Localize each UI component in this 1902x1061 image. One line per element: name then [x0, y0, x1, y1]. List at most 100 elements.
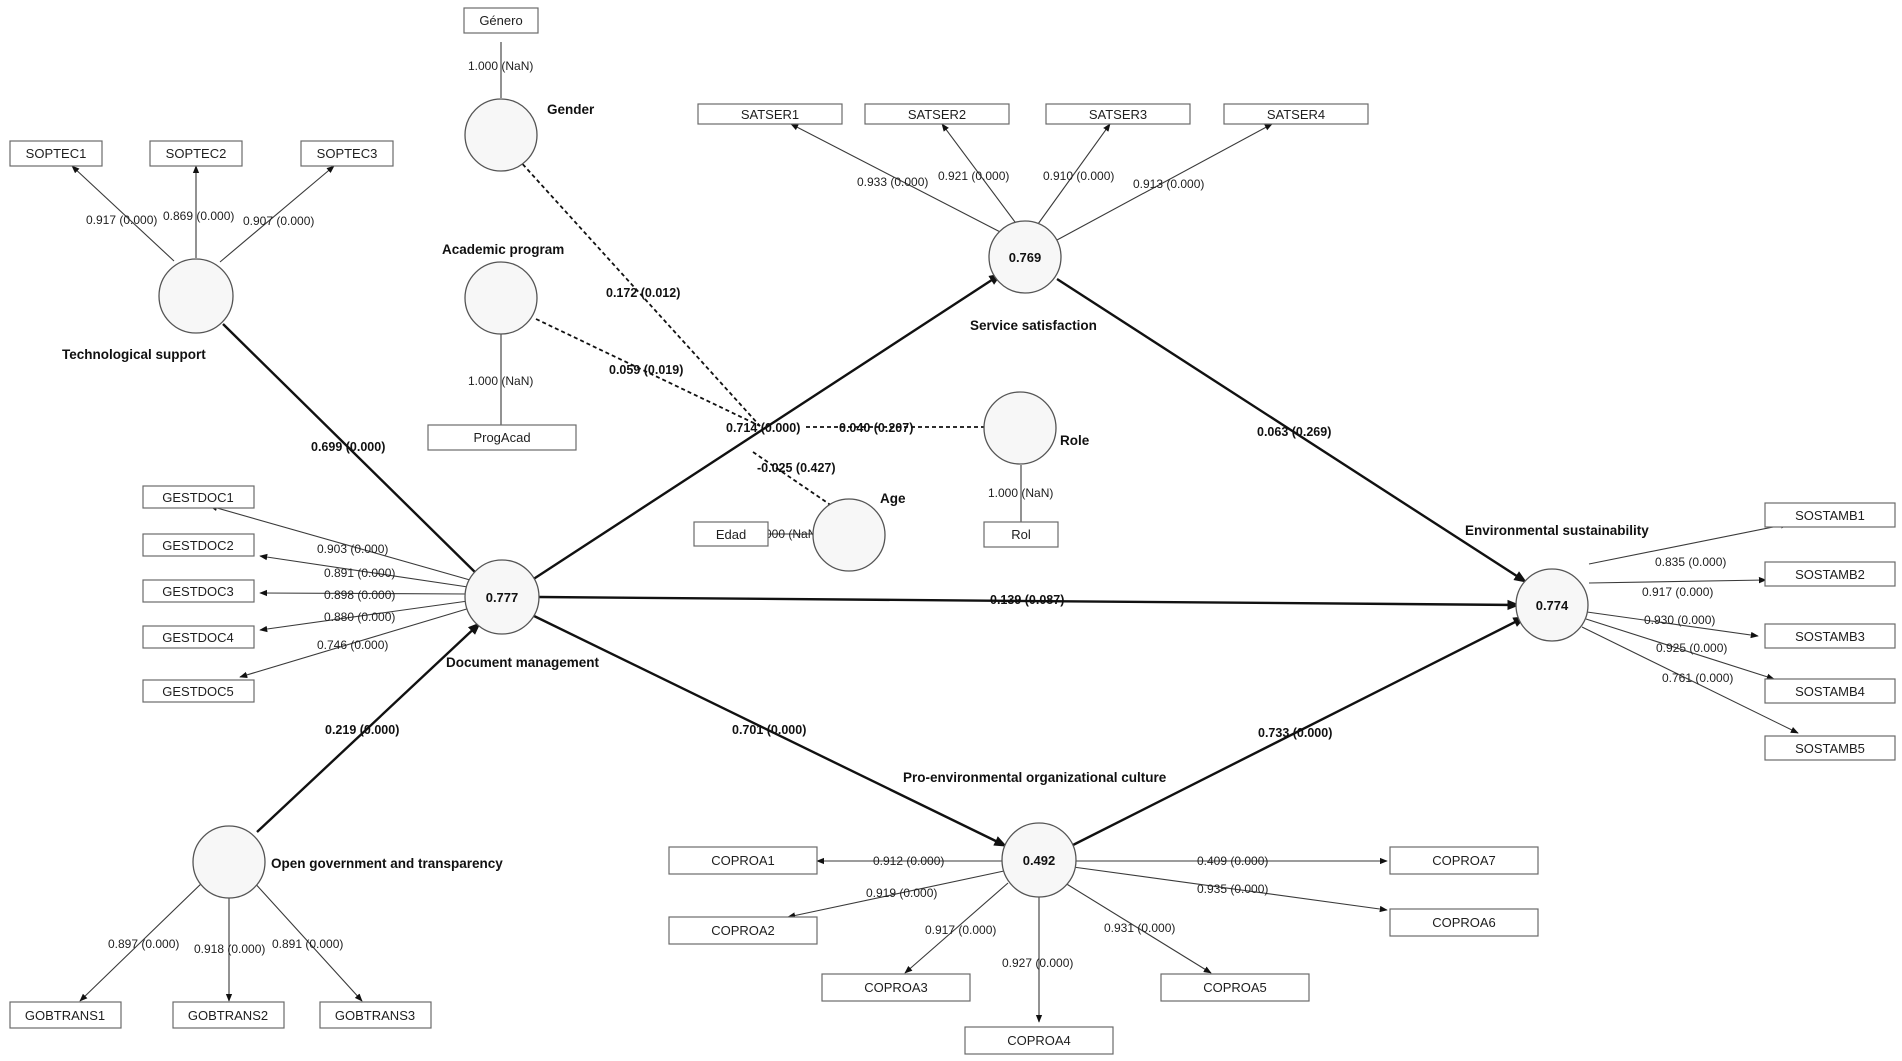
construct-pro-environmental-culture [1001, 822, 1077, 898]
indicator-box-coproa5 [1160, 973, 1310, 1002]
indicator-box-progacad [427, 424, 577, 451]
construct-environmental-sustainability [1515, 568, 1589, 642]
loading-gobtrans2: 0.918 (0.000) [194, 942, 265, 956]
r2-service-satisfaction: 0.769 [1009, 250, 1042, 265]
indicator-label-coproa3: COPROA3 [864, 980, 928, 995]
indicator-label-soptec2: SOPTEC2 [166, 146, 227, 161]
indicator-box-satser2 [864, 103, 1010, 125]
indicator-label-gobtrans3: GOBTRANS3 [335, 1008, 415, 1023]
path-coefficients: 0.699 (0.000) 0.219 (0.000) 0.714 (0.000… [311, 286, 1332, 740]
indicator-label-satser2: SATSER2 [908, 107, 966, 122]
r2-pro-environmental-culture: 0.492 [1023, 853, 1056, 868]
indicator-box-soptec3 [300, 140, 394, 167]
indicator-box-coproa4 [964, 1026, 1114, 1055]
construct-service-satisfaction [988, 220, 1062, 294]
name-pro-environmental-culture: Pro-environmental organizational culture [903, 770, 1167, 785]
loading-gobtrans1: 0.897 (0.000) [108, 937, 179, 951]
indicator-label-progacad: ProgAcad [473, 430, 530, 445]
indicator-label-gestdoc1: GESTDOC1 [162, 490, 234, 505]
path-gov-to-doc [256, 622, 481, 833]
indicator-box-coproa3 [821, 973, 971, 1002]
indicator-label-satser3: SATSER3 [1089, 107, 1147, 122]
name-service-satisfaction: Service satisfaction [970, 318, 1097, 333]
loading-genero: 1.000 (NaN) [468, 59, 533, 73]
indicator-box-sostamb3 [1764, 623, 1896, 649]
construct-gender [464, 98, 538, 172]
path-culture-to-env [1070, 615, 1527, 848]
indicator-box-satser4 [1223, 103, 1369, 125]
loading-gobtrans3: 0.891 (0.000) [272, 937, 343, 951]
indicator-box-gobtrans3 [319, 1001, 432, 1029]
indicator-box-gestdoc1 [142, 485, 255, 509]
indicator-box-sostamb2 [1764, 561, 1896, 587]
construct-academic-program [464, 261, 538, 335]
indicator-label-satser4: SATSER4 [1267, 107, 1325, 122]
loading-labels: 0.917 (0.000) 0.869 (0.000) 0.907 (0.000… [86, 59, 1733, 970]
indicator-label-rol: Rol [1011, 527, 1031, 542]
indicator-label-soptec3: SOPTEC3 [317, 146, 378, 161]
indicator-boxes: Género ProgAcad Edad Rol SOPTEC1 SOPTEC2… [9, 7, 1896, 1055]
indicator-label-coproa7: COPROA7 [1432, 853, 1496, 868]
indicator-box-edad [693, 521, 769, 547]
loading-sostamb1: 0.835 (0.000) [1655, 555, 1726, 569]
name-gender: Gender [547, 102, 595, 117]
path-academic-moderator [535, 318, 761, 427]
indicator-label-coproa4: COPROA4 [1007, 1033, 1071, 1048]
loading-gestdoc3: 0.898 (0.000) [324, 588, 395, 602]
indicator-box-soptec1 [9, 140, 103, 167]
loading-coproa1: 0.912 (0.000) [873, 854, 944, 868]
loading-satser3: 0.910 (0.000) [1043, 169, 1114, 183]
coef-satisf-env: 0.063 (0.269) [1257, 425, 1331, 439]
name-document-management: Document management [446, 655, 600, 670]
r2-environmental-sustainability: 0.774 [1536, 598, 1569, 613]
structural-paths [222, 158, 1528, 848]
indicator-label-genero: Género [479, 13, 522, 28]
path-tech-to-doc [222, 323, 485, 582]
path-doc-to-env [538, 595, 1521, 611]
coef-doc-env: 0.139 (0.087) [990, 593, 1064, 607]
coef-age-mod: -0.025 (0.427) [757, 461, 836, 475]
path-doc-to-satisf [531, 272, 1003, 582]
loading-gestdoc2: 0.891 (0.000) [324, 566, 395, 580]
indicator-box-sostamb5 [1764, 735, 1896, 761]
indicator-box-gestdoc4 [142, 625, 255, 649]
indicator-box-gestdoc2 [142, 533, 255, 557]
coef-culture-env: 0.733 (0.000) [1258, 726, 1332, 740]
path-doc-to-culture [531, 613, 1008, 848]
indicator-label-coproa1: COPROA1 [711, 853, 775, 868]
name-age: Age [880, 491, 906, 506]
indicator-box-genero [463, 7, 539, 34]
loading-soptec1: 0.917 (0.000) [86, 213, 157, 227]
indicator-box-coproa7 [1389, 846, 1539, 875]
name-academic-program: Academic program [442, 242, 564, 257]
coef-gov-doc: 0.219 (0.000) [325, 723, 399, 737]
indicator-label-sostamb3: SOSTAMB3 [1795, 629, 1865, 644]
construct-age [812, 498, 886, 572]
indicator-box-satser1 [697, 103, 843, 125]
coef-doc-satisf: 0.714 (0.000) [726, 421, 800, 435]
indicator-box-gobtrans2 [172, 1001, 285, 1029]
path-age-moderator [752, 451, 836, 509]
loading-coproa4: 0.927 (0.000) [1002, 956, 1073, 970]
name-open-government: Open government and transparency [271, 856, 503, 871]
indicator-box-gobtrans1 [9, 1001, 122, 1029]
loading-progacad: 1.000 (NaN) [468, 374, 533, 388]
indicator-label-gobtrans1: GOBTRANS1 [25, 1008, 105, 1023]
construct-role [983, 391, 1057, 465]
coef-tech-doc: 0.699 (0.000) [311, 440, 385, 454]
loading-sostamb4: 0.925 (0.000) [1656, 641, 1727, 655]
indicator-label-edad: Edad [716, 527, 746, 542]
indicator-box-gestdoc5 [142, 679, 255, 703]
indicator-label-gestdoc5: GESTDOC5 [162, 684, 234, 699]
indicator-box-satser3 [1045, 103, 1191, 125]
loading-sostamb2: 0.917 (0.000) [1642, 585, 1713, 599]
indicator-label-coproa2: COPROA2 [711, 923, 775, 938]
loading-coproa5: 0.931 (0.000) [1104, 921, 1175, 935]
indicator-label-gestdoc3: GESTDOC3 [162, 584, 234, 599]
construct-technological-support [158, 258, 234, 334]
indicator-box-gestdoc3 [142, 579, 255, 603]
loading-sostamb3: 0.930 (0.000) [1644, 613, 1715, 627]
loading-soptec2: 0.869 (0.000) [163, 209, 234, 223]
construct-open-government [192, 825, 266, 899]
